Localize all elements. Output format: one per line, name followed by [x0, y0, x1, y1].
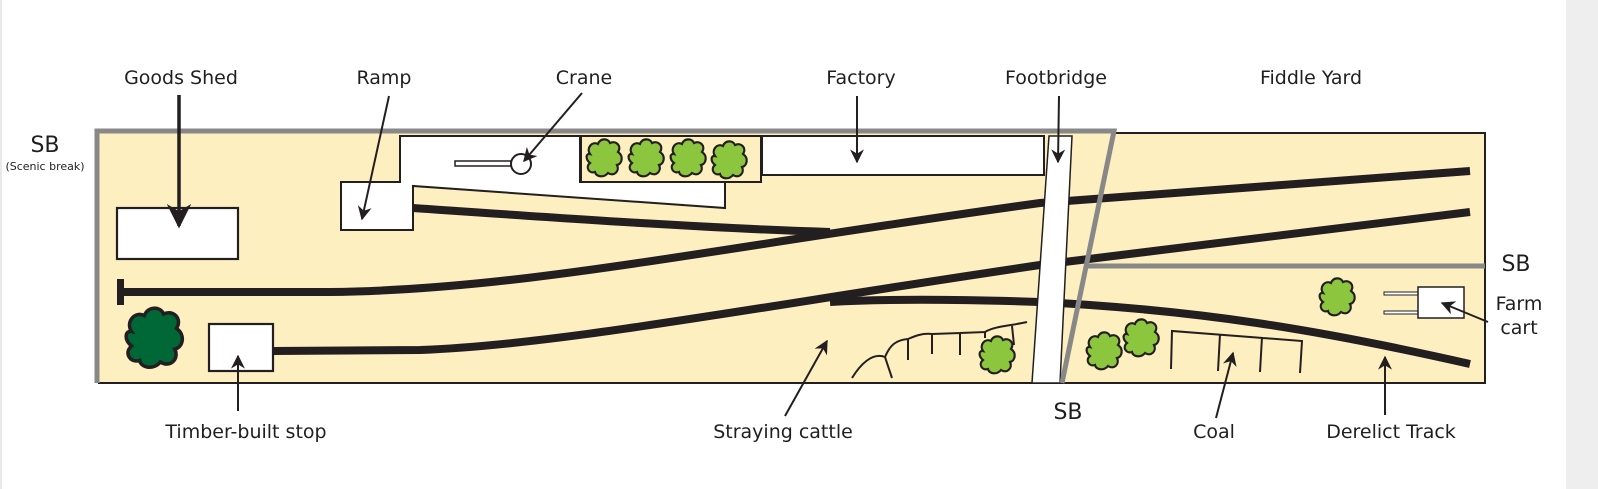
- arrow-straying-cattle: [784, 339, 828, 417]
- label-coal: Coal: [1193, 421, 1235, 443]
- dark-tree-icon: [124, 306, 185, 370]
- label-goods-shed: Goods Shed: [124, 67, 238, 89]
- tree-icon: [1122, 318, 1160, 358]
- label-farm-cart-2: cart: [1500, 317, 1537, 339]
- track-goods-shed-siding: [123, 167, 1471, 296]
- timber-stop-building: [207, 322, 275, 373]
- coal-staithes: [1170, 329, 1304, 374]
- arrow-coal: [1215, 351, 1237, 419]
- farm-cart-shaft-2: [1383, 310, 1419, 315]
- label-footbridge: Footbridge: [1005, 67, 1107, 89]
- tree-icon: [669, 138, 707, 178]
- label-derelict-track: Derelict Track: [1326, 421, 1456, 443]
- factory-building: [761, 135, 1045, 176]
- tree-icon: [978, 335, 1016, 375]
- page-left-border: [0, 0, 2, 489]
- label-timber-stop: Timber-built stop: [164, 421, 326, 443]
- tree-icon: [1085, 331, 1123, 371]
- arrow-farm-cart: [1440, 301, 1489, 323]
- track-main-lower: [272, 208, 1471, 355]
- label-ramp: Ramp: [357, 67, 412, 89]
- label-sb-right: SB: [1501, 252, 1530, 277]
- label-fiddle-yard: Fiddle Yard: [1260, 67, 1362, 89]
- cattle-fence: [851, 321, 1028, 379]
- tree-icon: [627, 138, 665, 178]
- tree-icon: [1318, 277, 1356, 317]
- arrow-ramp: [357, 95, 390, 221]
- buffer-stop: [117, 279, 124, 305]
- farm-cart-body: [1417, 286, 1465, 319]
- page-right-margin: [1566, 0, 1598, 489]
- baseboard-outline: [98, 132, 1486, 384]
- label-factory: Factory: [826, 67, 895, 89]
- footbridge: [1031, 135, 1073, 384]
- arrow-crane: [523, 92, 583, 163]
- label-scenic-break-note: (Scenic break): [5, 160, 84, 173]
- farm-cart-shaft-1: [1383, 291, 1419, 296]
- crane-jib: [454, 160, 513, 167]
- label-farm-cart-1: Farm: [1496, 293, 1543, 315]
- tree-icon: [710, 140, 748, 180]
- label-sb-left: SB: [30, 133, 59, 158]
- track-ramp-siding: [412, 204, 831, 236]
- arrow-footbridge: [1051, 95, 1066, 164]
- label-crane: Crane: [556, 67, 612, 89]
- label-sb-bottom: SB: [1053, 400, 1082, 425]
- tree-icon: [585, 138, 623, 178]
- track-derelict: [829, 295, 1471, 368]
- label-straying-cattle: Straying cattle: [713, 421, 853, 443]
- scenic-break-left-top: [94, 128, 1118, 384]
